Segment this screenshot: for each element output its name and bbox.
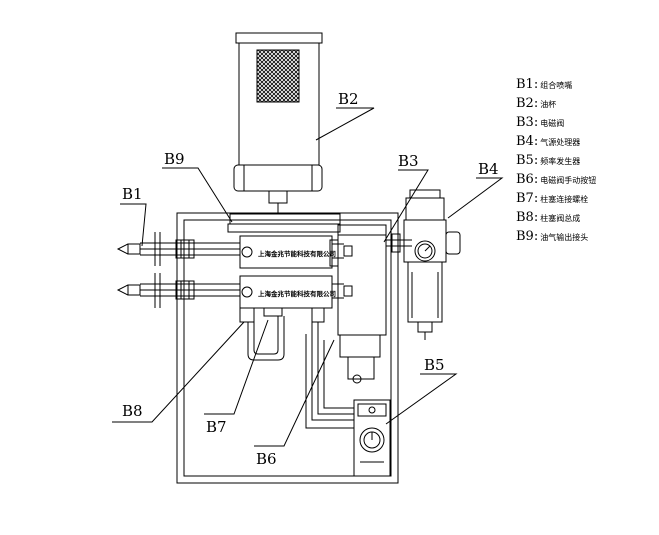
legend-text: 柱塞阀总成	[540, 213, 580, 223]
label-b2: B2	[338, 90, 359, 108]
svg-text:B6:电磁阀手动按钮: B6:电磁阀手动按钮	[516, 172, 596, 187]
plate-upper: 上海金兆节能科技有限公司	[258, 249, 336, 258]
svg-text:B1:组合喷嘴: B1:组合喷嘴	[516, 77, 572, 92]
svg-text:B2:油杯: B2:油杯	[516, 96, 556, 111]
leader-lines	[112, 107, 504, 447]
bypass-tube	[247, 316, 285, 361]
legend: B1:组合喷嘴 B2:油杯 B3:电磁阀 B4:气源处理器 B5:频率发生器 B…	[516, 77, 596, 244]
legend-text: 频率发生器	[540, 156, 580, 166]
plate-lower: 上海金兆节能科技有限公司	[258, 289, 336, 298]
svg-text:B7:柱塞连接螺栓: B7:柱塞连接螺栓	[516, 191, 588, 206]
control-pipes	[305, 322, 354, 429]
legend-code: B5:	[516, 153, 538, 168]
legend-text: 电磁阀手动按钮	[540, 175, 596, 185]
label-b5: B5	[424, 356, 445, 374]
svg-text:B8:柱塞阀总成: B8:柱塞阀总成	[516, 210, 580, 225]
top-manifold	[227, 213, 341, 233]
air-processor	[403, 189, 461, 340]
label-b6: B6	[256, 450, 277, 468]
oil-cup	[233, 32, 323, 214]
legend-text: 油气输出接头	[540, 232, 588, 242]
legend-text: 电磁阀	[540, 118, 564, 128]
legend-code: B6:	[516, 172, 538, 187]
label-b9: B9	[164, 150, 185, 168]
svg-text:B5:频率发生器: B5:频率发生器	[516, 153, 580, 168]
legend-text: 柱塞连接螺栓	[540, 194, 588, 204]
svg-text:B4:气源处理器: B4:气源处理器	[516, 134, 580, 149]
legend-code: B1:	[516, 77, 538, 92]
legend-text: 组合喷嘴	[540, 80, 572, 90]
enclosure-box	[176, 212, 399, 484]
frequency-generator	[353, 399, 391, 477]
air-line	[400, 239, 412, 247]
svg-text:B9:油气输出接头: B9:油气输出接头	[516, 229, 588, 244]
legend-code: B2:	[516, 96, 538, 111]
label-b3: B3	[398, 152, 419, 170]
legend-text: 气源处理器	[540, 137, 580, 147]
label-b8: B8	[122, 402, 143, 420]
svg-text:B3:电磁阀: B3:电磁阀	[516, 115, 564, 130]
upper-output-nozzle	[116, 232, 240, 266]
lower-plunger-body	[239, 275, 353, 323]
legend-code: B9:	[516, 229, 538, 244]
legend-code: B3:	[516, 115, 538, 130]
legend-code: B4:	[516, 134, 538, 149]
legend-text: 油杯	[540, 99, 556, 109]
label-b4: B4	[478, 160, 499, 178]
legend-code: B8:	[516, 210, 538, 225]
label-b1: B1	[122, 185, 143, 203]
legend-code: B7:	[516, 191, 538, 206]
label-b7: B7	[206, 418, 227, 436]
solenoid-valve	[329, 224, 401, 384]
lower-output-nozzle	[116, 273, 240, 308]
